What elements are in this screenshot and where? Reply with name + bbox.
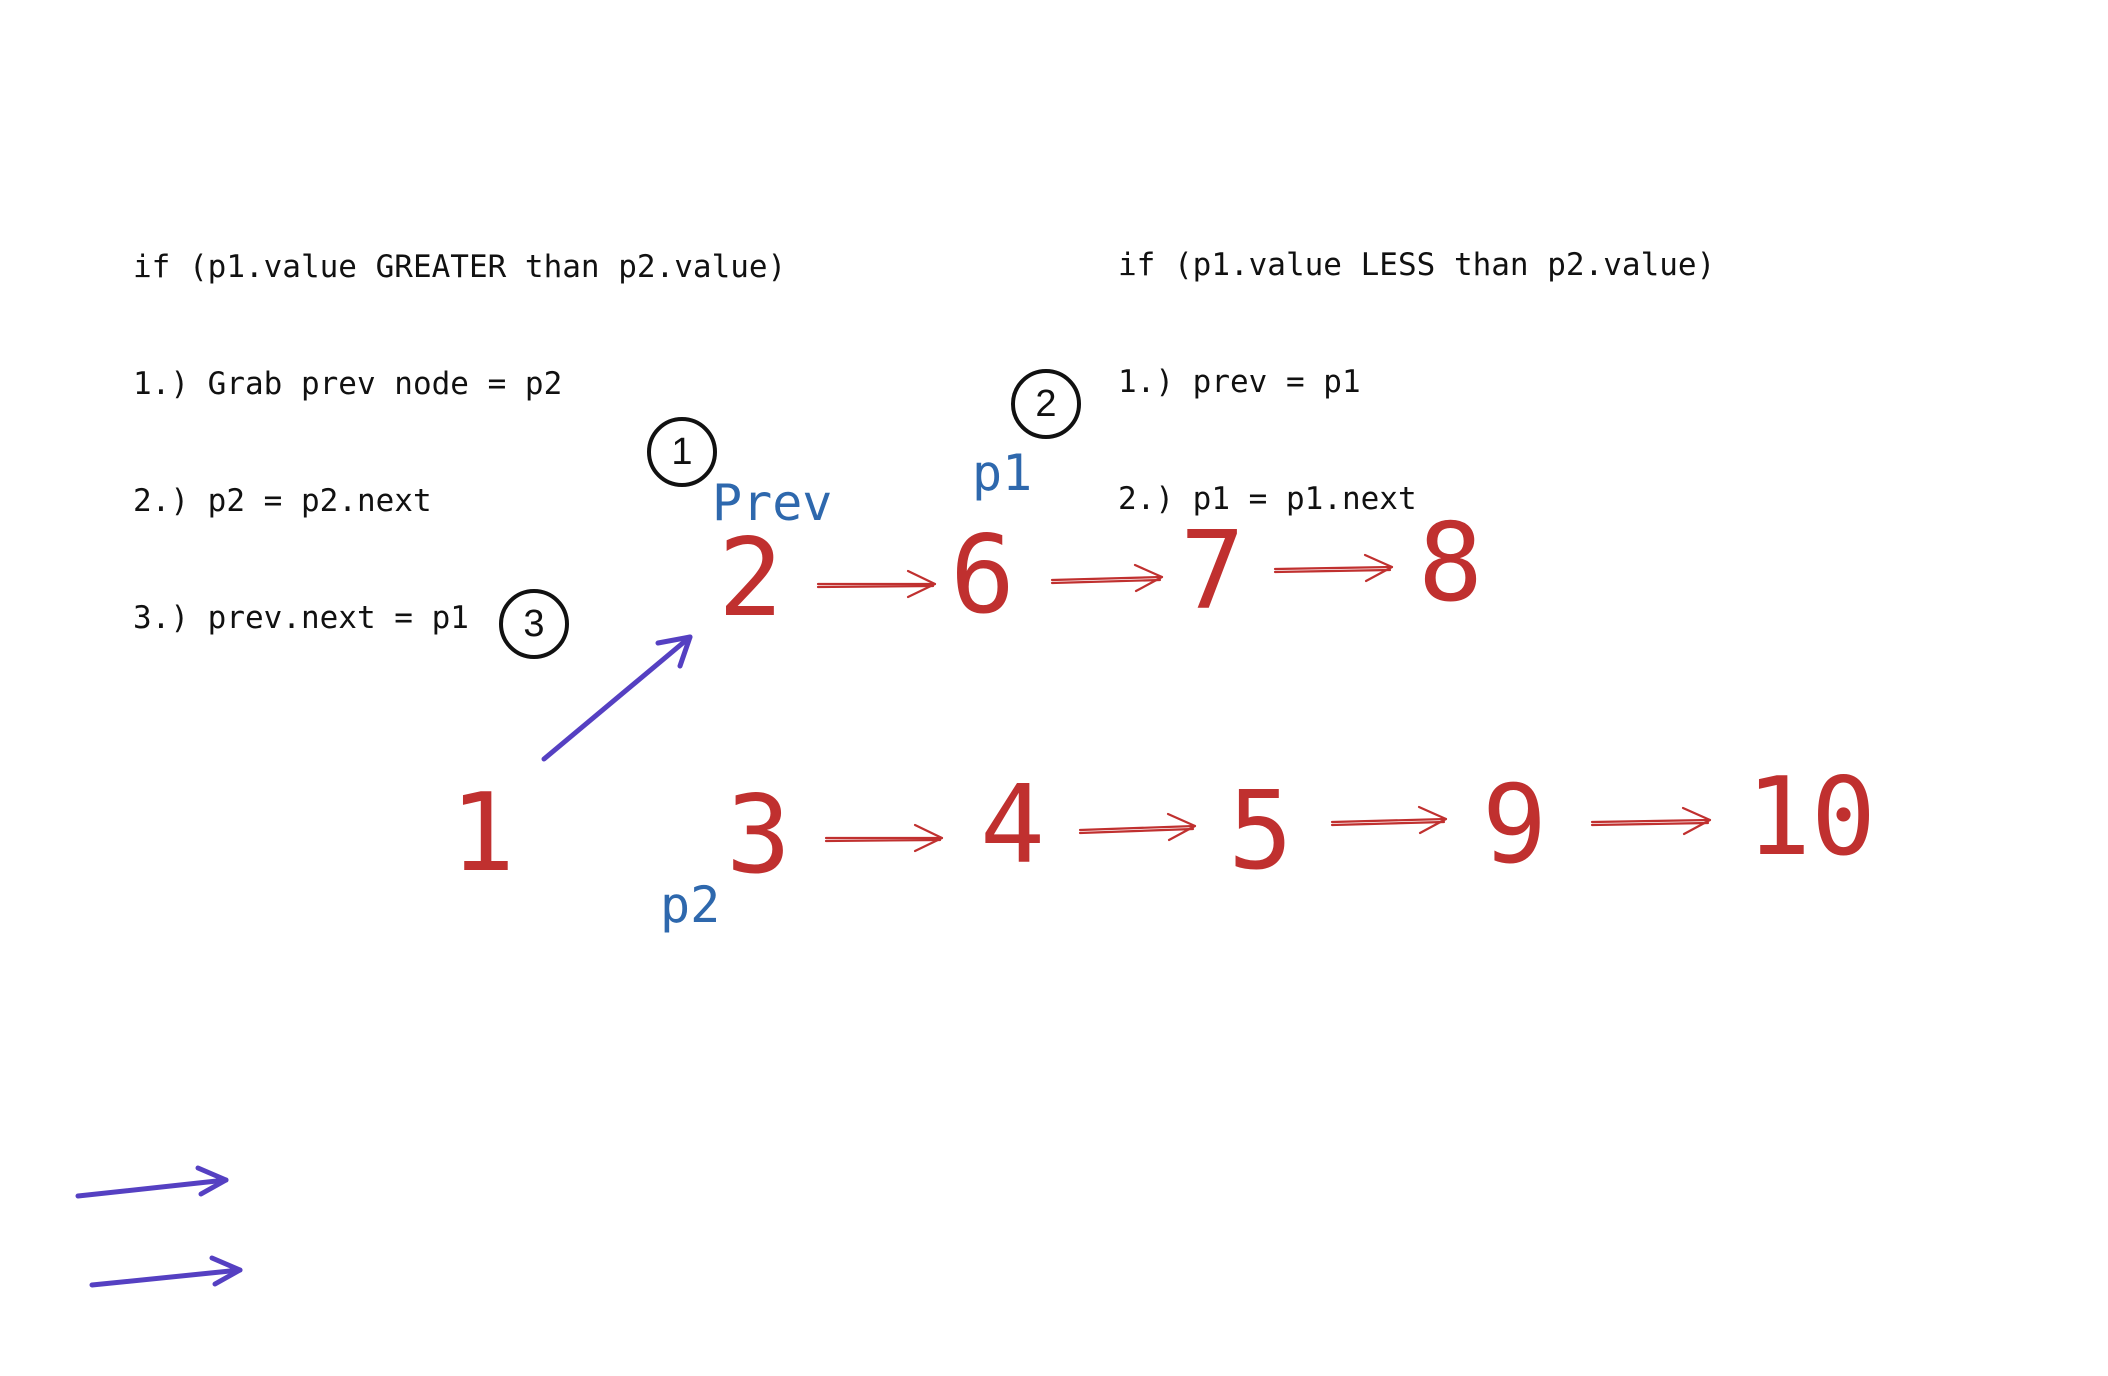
- rule-greater: if (p1.value GREATER than p2.value) 1.) …: [133, 170, 786, 677]
- link-arrow-9-10: [1590, 806, 1712, 836]
- link-arrow-4-5: [1078, 812, 1197, 842]
- step-marker-1: 1: [647, 417, 717, 487]
- list2-node: 3: [726, 773, 792, 898]
- list2-node: 5: [1228, 769, 1294, 894]
- step-marker-2: 2: [1011, 369, 1081, 439]
- arrow-stroke-lower-left: [89, 1255, 243, 1288]
- rule-less-line: 1.) prev = p1: [1118, 364, 1361, 400]
- pointer-label-p2: p2: [660, 876, 721, 934]
- list1-node: 2: [718, 516, 784, 641]
- rule-greater-line: if (p1.value GREATER than p2.value): [133, 249, 787, 285]
- rule-greater-line: 3.) prev.next = p1: [133, 600, 469, 636]
- relink-arrow-1-2: [541, 634, 693, 762]
- list1-node: 6: [950, 513, 1016, 638]
- link-arrow-2-6: [816, 569, 937, 599]
- rule-greater-line: 2.) p2 = p2.next: [133, 483, 432, 519]
- list2-node: 1: [450, 771, 516, 896]
- list1-node: 8: [1418, 501, 1484, 626]
- link-arrow-6-7: [1050, 563, 1164, 593]
- rule-less-line: 2.) p1 = p1.next: [1118, 481, 1417, 517]
- list2-node: 4: [980, 763, 1046, 888]
- link-arrow-7-8: [1273, 553, 1394, 583]
- arrow-stroke-lower-left: [75, 1165, 229, 1199]
- list2-node: 10: [1746, 755, 1877, 880]
- link-arrow-5-9: [1330, 805, 1448, 835]
- pointer-label-prev: Prev: [712, 474, 833, 532]
- list1-node: 7: [1180, 509, 1246, 634]
- list2-node: 9: [1482, 763, 1548, 888]
- rule-greater-line: 1.) Grab prev node = p2: [133, 366, 563, 402]
- step-marker-3: 3: [499, 589, 569, 659]
- pointer-label-p1: p1: [972, 444, 1033, 502]
- rule-less: if (p1.value LESS than p2.value) 1.) pre…: [1118, 168, 1715, 558]
- rule-less-line: if (p1.value LESS than p2.value): [1118, 247, 1716, 283]
- link-arrow-3-4: [824, 823, 944, 853]
